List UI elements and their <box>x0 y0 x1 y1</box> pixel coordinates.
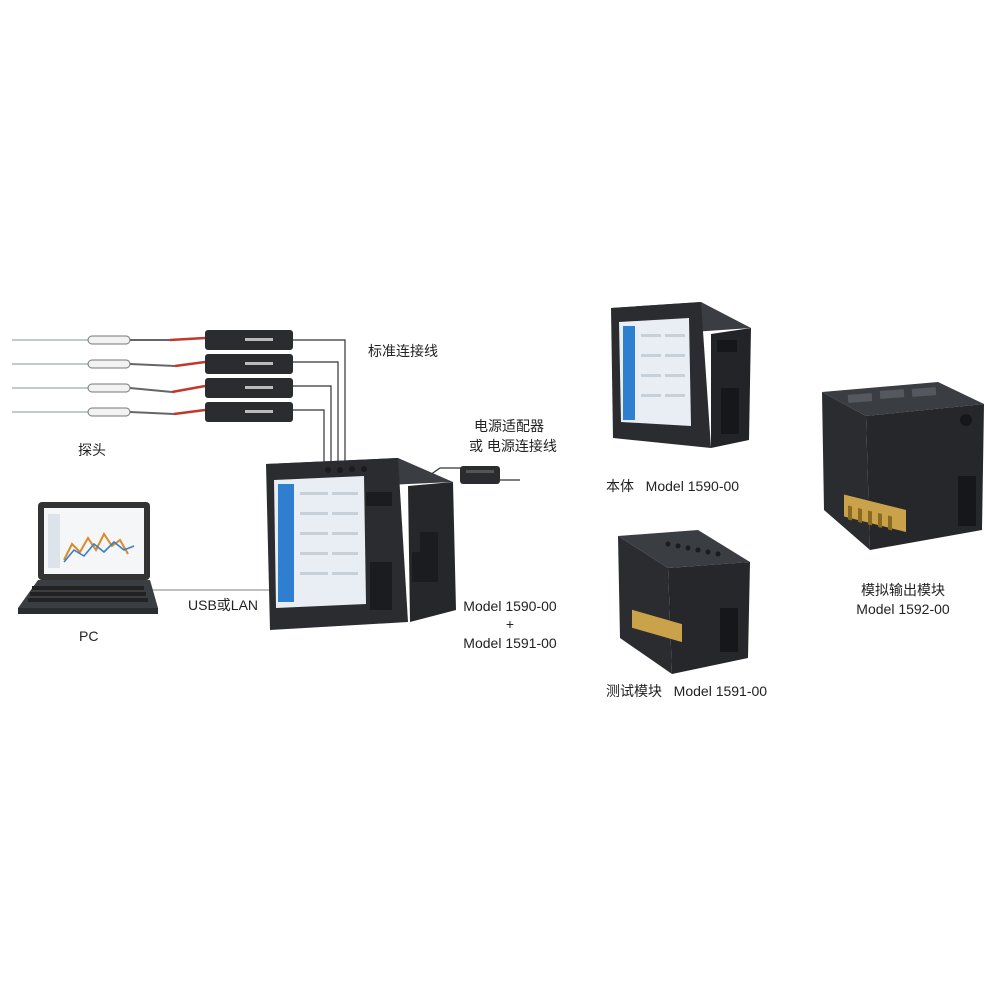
label-pc: PC <box>79 628 99 644</box>
label-power-line1: 电源适配器 <box>474 418 544 434</box>
label-probe: 探头 <box>78 442 106 458</box>
label-combo-line1: Model 1590-00 <box>463 598 557 614</box>
probe-3 <box>12 383 206 394</box>
probe-1 <box>12 335 206 345</box>
label-power-line2: 或 电源连接线 <box>469 438 557 454</box>
std-cable-3 <box>292 385 332 462</box>
label-std-cable: 标准连接线 <box>368 343 438 359</box>
label-combo-plus: + <box>505 616 515 632</box>
main-unit-device <box>605 298 755 458</box>
std-cable-1 <box>292 339 346 462</box>
test-module-device <box>612 528 754 678</box>
label-analog-line1: 模拟输出模块 <box>861 582 945 598</box>
laptop-icon <box>18 500 158 618</box>
label-analog-line2: Model 1592-00 <box>856 601 950 617</box>
probe-4 <box>12 407 206 417</box>
probe-2 <box>12 359 206 369</box>
probe-group <box>12 335 206 417</box>
analog-output-module-device <box>818 380 988 560</box>
sensor-modules <box>205 330 293 422</box>
label-main-unit: 本体 Model 1590-00 <box>606 478 740 494</box>
std-cable-2 <box>292 361 339 462</box>
combined-device <box>258 452 458 637</box>
power-adapter-icon <box>460 466 500 484</box>
label-usb-lan: USB或LAN <box>188 597 259 613</box>
label-test-module: 测试模块 Model 1591-00 <box>606 683 768 699</box>
std-cable-4 <box>292 409 325 462</box>
label-combo-line2: Model 1591-00 <box>463 635 557 651</box>
